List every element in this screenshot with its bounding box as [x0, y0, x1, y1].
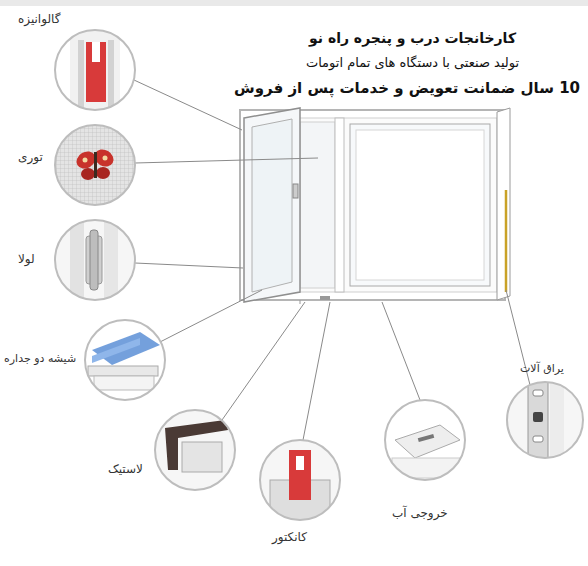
detail-hardware	[507, 380, 583, 460]
detail-water-outlet	[385, 400, 465, 480]
part-label: لولا	[18, 252, 35, 266]
part-label: یراق آلات	[520, 362, 564, 375]
detail-mesh	[55, 125, 135, 205]
part-label: خروجی آب	[392, 506, 448, 520]
detail-connector	[260, 440, 340, 520]
part-label: توری	[18, 150, 43, 164]
part-label: شیشه دو جداره	[4, 352, 76, 365]
window	[240, 108, 510, 304]
heading: کارخانجات درب و پنجره راه نو	[245, 30, 580, 47]
leader-lines	[134, 80, 530, 440]
part-label: لاستیک	[108, 462, 143, 476]
detail-galvanized	[55, 30, 135, 110]
part-label: کانکتور	[272, 530, 307, 544]
detail-double-glass	[85, 320, 165, 400]
subheading: تولید صنعتی با دستگاه های تمام اتومات	[245, 55, 580, 71]
top-band	[0, 0, 588, 6]
part-label: گالوانیزه	[18, 12, 60, 26]
detail-rubber	[155, 410, 235, 490]
detail-hinge	[55, 220, 135, 300]
warranty-note: 10 سال ضمانت تعویض و خدمات پس از فروش	[245, 79, 580, 97]
